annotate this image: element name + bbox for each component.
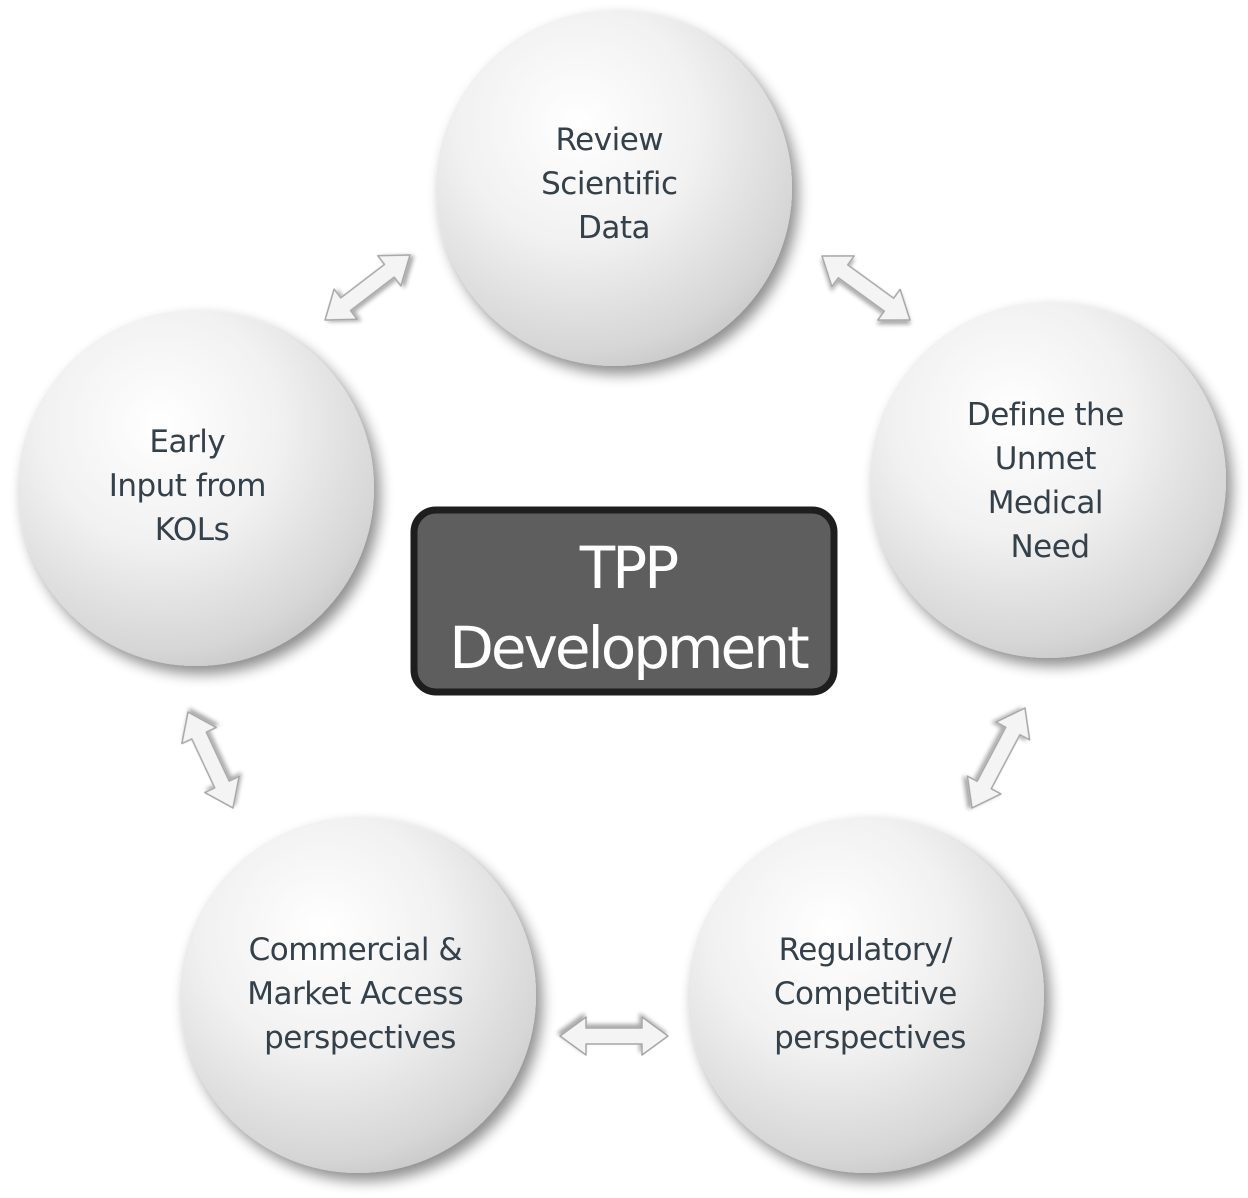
node-early-circle (18, 310, 374, 666)
center-title-line1: TPP (579, 534, 677, 602)
center-box-rect (410, 506, 838, 696)
arrow-review-define (821, 255, 911, 321)
node-define-label: Define the Unmet Medical Need (967, 397, 1133, 565)
node-review-scientific-data: Review Scientific Data (436, 10, 792, 366)
node-early-input-kols: Early Input from KOLs (18, 310, 374, 666)
arrow-regulatory-commercial (559, 1016, 669, 1056)
node-define-unmet-medical-need: Define the Unmet Medical Need (870, 302, 1226, 658)
node-review-label: Review Scientific Data (541, 122, 687, 246)
node-commercial-market-access: Commercial & Market Access perspectives (180, 817, 536, 1173)
arrow-define-regulatory (966, 707, 1031, 809)
center-title-line2: Development (449, 614, 809, 682)
node-commercial-label: Commercial & Market Access perspectives (247, 932, 472, 1056)
node-regulatory-competitive: Regulatory/ Competitive perspectives (688, 817, 1044, 1173)
node-regulatory-label: Regulatory/ Competitive perspectives (774, 932, 966, 1056)
node-regulatory-circle (688, 817, 1044, 1173)
arrow-early-review (324, 254, 411, 321)
node-define-circle (870, 302, 1226, 658)
arrow-commercial-early (181, 711, 240, 809)
node-early-label: Early Input from KOLs (109, 424, 276, 548)
center-tpp-development-box: TPP Development (410, 506, 838, 696)
node-commercial-circle (180, 817, 536, 1173)
node-review-circle (436, 10, 792, 366)
